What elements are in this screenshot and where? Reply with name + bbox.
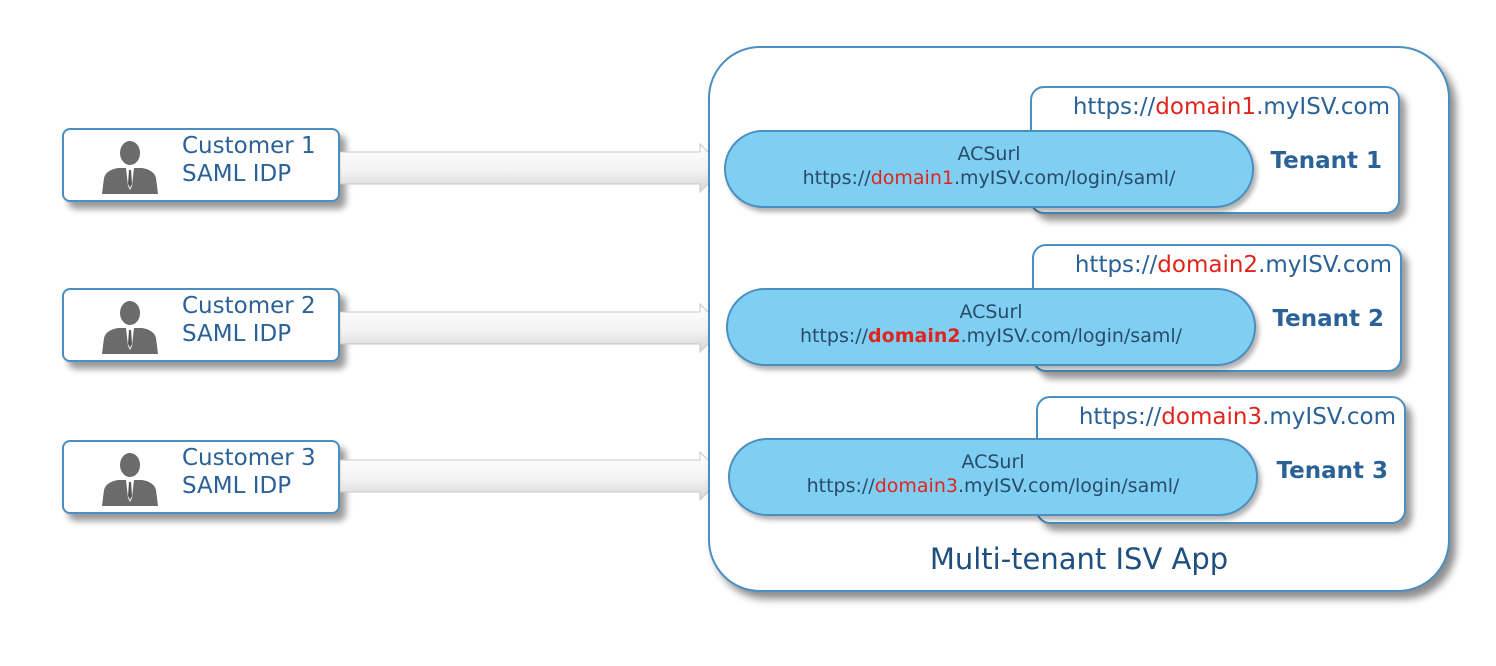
customer-role: SAML IDP bbox=[182, 321, 292, 347]
acs-url-3: ACSurl https://domain3.myISV.com/login/s… bbox=[728, 438, 1258, 516]
acs-url: https://domain2.myISV.com/login/saml/ bbox=[799, 325, 1183, 347]
customer-label: Customer 2 SAML IDP bbox=[182, 292, 316, 348]
tenant-name: Tenant 2 bbox=[1272, 306, 1384, 332]
acs-url: https://domain3.myISV.com/login/saml/ bbox=[806, 475, 1180, 497]
acs-label: ACSurl bbox=[957, 143, 1021, 165]
customer-name: Customer 1 bbox=[182, 133, 316, 159]
person-icon bbox=[102, 301, 158, 354]
acs-url-1: ACSurl https://domain1.myISV.com/login/s… bbox=[724, 130, 1254, 208]
arrow-right-icon bbox=[340, 302, 725, 354]
customer-role: SAML IDP bbox=[182, 161, 292, 187]
tenant-url: https://domain3.myISV.com bbox=[1078, 404, 1396, 430]
tenant-name: Tenant 3 bbox=[1276, 458, 1388, 484]
customer-name: Customer 3 bbox=[182, 445, 316, 471]
customer-name: Customer 2 bbox=[182, 293, 316, 319]
arrow-right-icon bbox=[340, 450, 725, 502]
acs-url: https://domain1.myISV.com/login/saml/ bbox=[802, 167, 1176, 189]
app-title: Multi-tenant ISV App bbox=[929, 542, 1229, 576]
customer-label: Customer 3 SAML IDP bbox=[182, 444, 316, 500]
arrow-right-icon bbox=[340, 142, 725, 194]
customer-3-idp: Customer 3 SAML IDP bbox=[62, 440, 340, 514]
person-icon bbox=[102, 453, 158, 506]
customer-role: SAML IDP bbox=[182, 473, 292, 499]
person-icon bbox=[102, 141, 158, 194]
acs-label: ACSurl bbox=[959, 301, 1023, 323]
tenant-url: https://domain2.myISV.com bbox=[1074, 252, 1392, 278]
tenant-url: https://domain1.myISV.com bbox=[1072, 94, 1390, 120]
customer-label: Customer 1 SAML IDP bbox=[182, 132, 316, 188]
customer-2-idp: Customer 2 SAML IDP bbox=[62, 288, 340, 362]
acs-url-2: ACSurl https://domain2.myISV.com/login/s… bbox=[726, 288, 1256, 366]
customer-1-idp: Customer 1 SAML IDP bbox=[62, 128, 340, 202]
acs-label: ACSurl bbox=[961, 451, 1025, 473]
tenant-name: Tenant 1 bbox=[1270, 148, 1382, 174]
